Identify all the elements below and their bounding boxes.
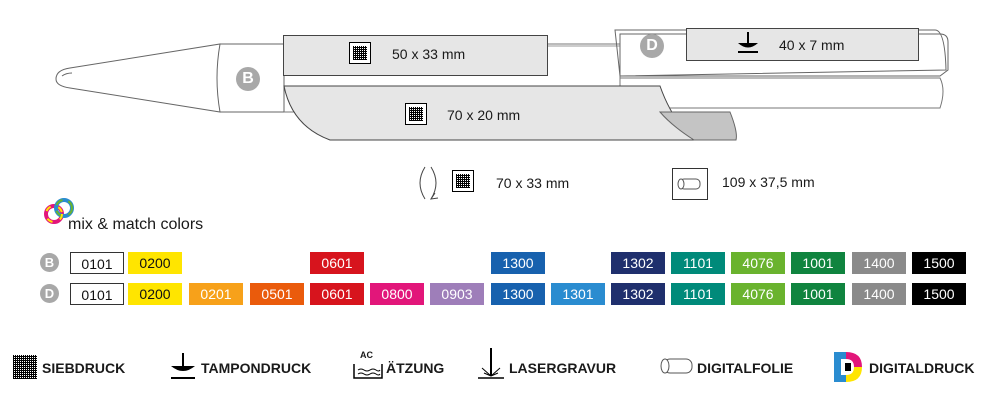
variant-d-marker: D xyxy=(640,34,664,58)
barrel-size-label: 70 x 20 mm xyxy=(447,107,521,123)
color-chip-0101: 0101 xyxy=(70,283,124,305)
color-chip-1400: 1400 xyxy=(852,283,906,305)
color-chip-1001: 1001 xyxy=(791,283,845,305)
color-chip-0200: 0200 xyxy=(128,252,182,274)
color-chip-1300: 1300 xyxy=(491,283,545,305)
clip-print-area xyxy=(283,35,548,76)
color-chip-1300: 1300 xyxy=(491,252,545,274)
color-chip-0200: 0200 xyxy=(128,283,182,305)
aetzung-legend-icon xyxy=(353,364,383,379)
legend-lasergravur: LASERGRAVUR xyxy=(509,360,617,376)
digitaldruck-legend-icon xyxy=(834,352,862,382)
clip-size-label: 50 x 33 mm xyxy=(392,46,466,62)
legend-siebdruck: SIEBDRUCK xyxy=(42,360,126,376)
color-chip-0201: 0201 xyxy=(189,283,243,305)
color-chip-0501: 0501 xyxy=(250,283,304,305)
color-chip-1500: 1500 xyxy=(912,252,966,274)
color-chip-0903: 0903 xyxy=(430,283,484,305)
digitalfolie-icon xyxy=(677,178,701,190)
color-chip-1101: 1101 xyxy=(671,252,725,274)
tampondruck-legend-icon xyxy=(171,353,195,379)
legend-tampondruck: TAMPONDRUCK xyxy=(201,360,312,376)
mix-match-logo-icon xyxy=(44,198,74,224)
color-chip-1302: 1302 xyxy=(611,252,665,274)
aetzung-icon-text: AC xyxy=(360,350,373,360)
legend-digitalfolie: DIGITALFOLIE xyxy=(697,360,794,376)
color-chip-0601: 0601 xyxy=(310,283,364,305)
color-chip-1001: 1001 xyxy=(791,252,845,274)
lasergravur-legend-icon xyxy=(478,348,504,379)
siebdruck-legend-icon xyxy=(13,355,37,379)
color-chip-1301: 1301 xyxy=(551,283,605,305)
foil-size-label: 109 x 37,5 mm xyxy=(722,174,815,190)
digitalfolie-legend-icon xyxy=(660,358,693,374)
row-d-marker: D xyxy=(40,284,59,303)
siebdruck-icon xyxy=(349,42,371,64)
color-chip-1400: 1400 xyxy=(852,252,906,274)
siebdruck-icon xyxy=(405,103,427,125)
color-chip-0101: 0101 xyxy=(70,252,124,274)
variant-b-marker: B xyxy=(236,67,260,91)
top-size-label: 40 x 7 mm xyxy=(779,37,845,53)
color-chip-1101: 1101 xyxy=(671,283,725,305)
rotation-icon xyxy=(419,166,439,200)
color-chip-0800: 0800 xyxy=(370,283,424,305)
color-chip-4076: 4076 xyxy=(731,252,785,274)
legend-digitaldruck: DIGITALDRUCK xyxy=(869,360,975,376)
tampondruck-icon xyxy=(738,32,758,53)
mix-match-label: mix & match colors xyxy=(68,216,204,233)
top-print-area xyxy=(686,28,919,61)
color-chip-0601: 0601 xyxy=(310,252,364,274)
legend-aetzung: ÄTZUNG xyxy=(386,360,445,376)
pen-outline xyxy=(55,29,949,141)
color-chip-1302: 1302 xyxy=(611,283,665,305)
siebdruck-icon xyxy=(452,170,474,192)
color-chip-1500: 1500 xyxy=(912,283,966,305)
rotation-size-label: 70 x 33 mm xyxy=(496,175,570,191)
color-chip-4076: 4076 xyxy=(731,283,785,305)
row-b-marker: B xyxy=(40,253,59,272)
